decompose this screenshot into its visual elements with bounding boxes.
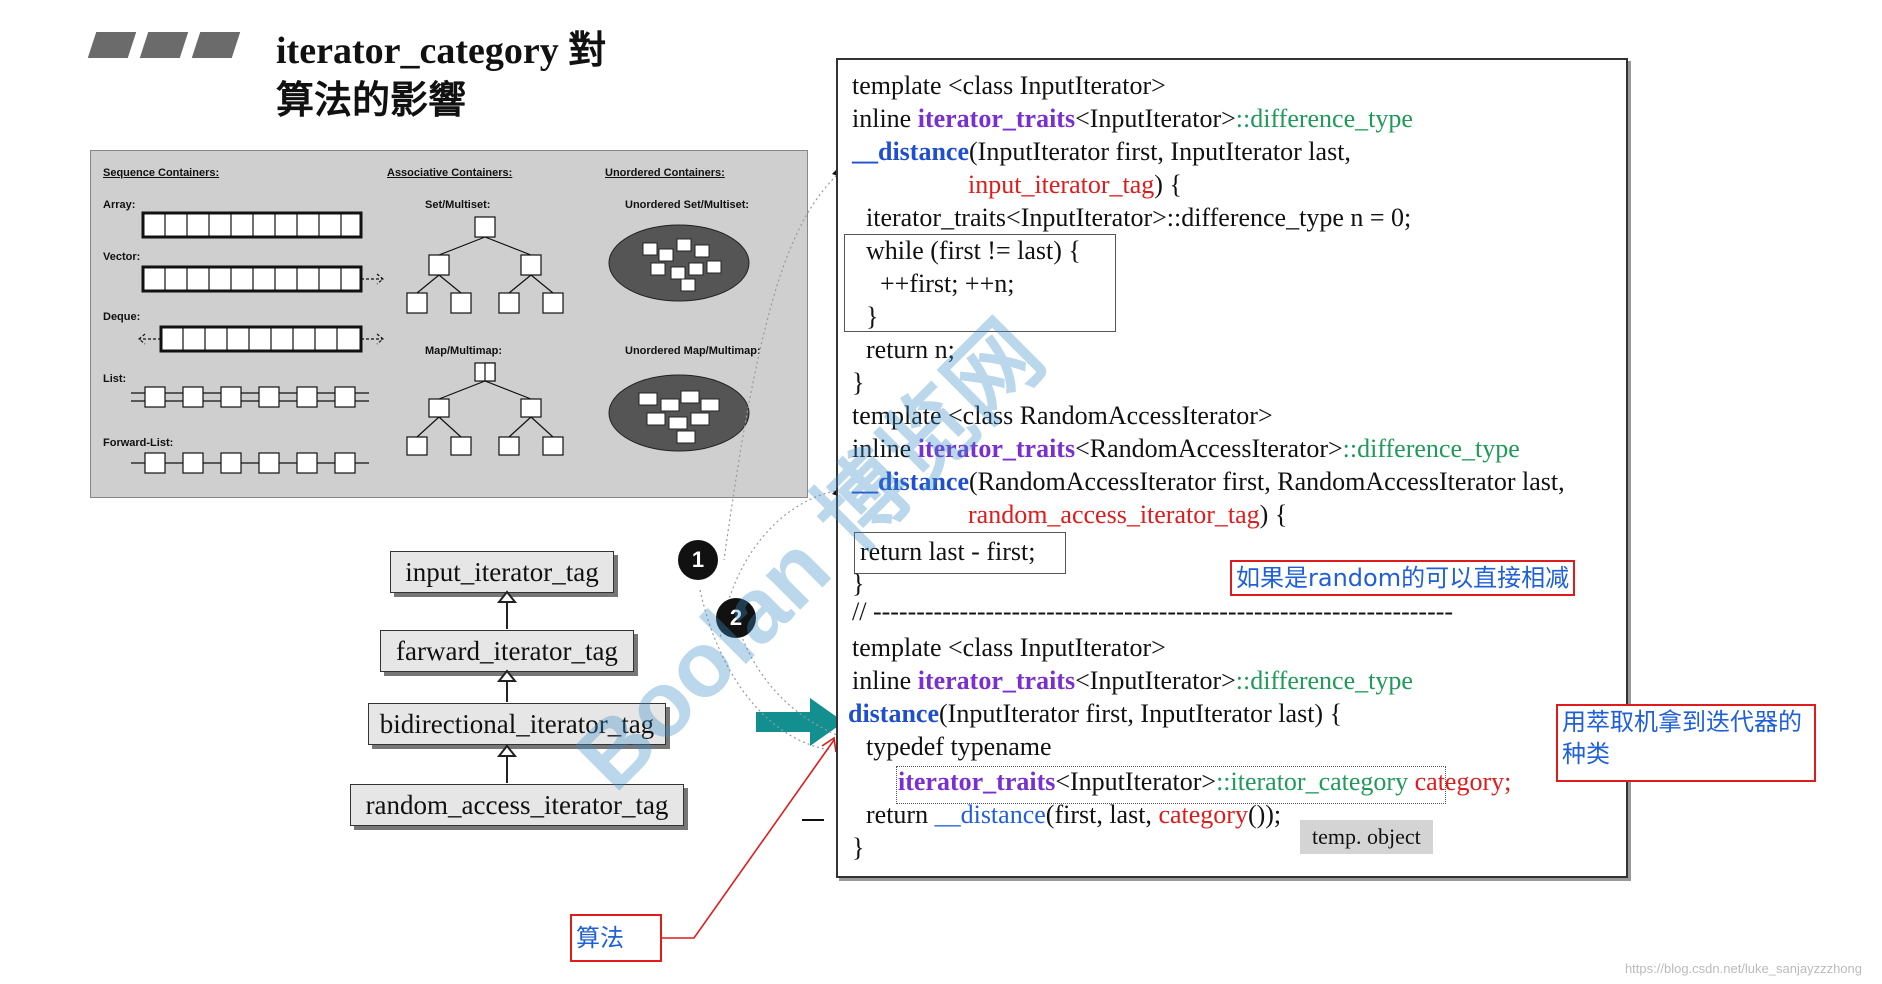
note-algo: 算法	[570, 914, 662, 962]
deque-label: Deque:	[103, 311, 141, 323]
sequence-header: Sequence Containers:	[103, 167, 220, 179]
title-line-1: iterator_category 對	[276, 30, 607, 72]
title-bar-icon-2	[139, 32, 189, 58]
code-line-21: typedef typename	[866, 732, 1052, 761]
random-access-iterator-tag-label: random_access_iterator_tag	[365, 790, 669, 820]
code-line-23: return __distance(first, last, category(…	[866, 800, 1282, 829]
code-line-6: while (first != last) {	[866, 236, 1081, 265]
list-shape	[131, 386, 369, 408]
code-line-9: return n;	[866, 335, 955, 364]
code-line-4: input_iterator_tag) {	[968, 170, 1182, 199]
code-line-18: template <class InputIterator>	[852, 633, 1166, 662]
array-label: Array:	[103, 199, 136, 211]
unordered-set-label: Unordered Set/Multiset:	[625, 199, 750, 211]
return-last-first-box	[854, 532, 1066, 574]
marker-1: 1	[678, 540, 718, 580]
input-iterator-tag-box: input_iterator_tag	[390, 551, 614, 593]
set-multiset-label: Set/Multiset:	[425, 199, 491, 211]
title-line-2: 算法的影響	[276, 80, 467, 122]
code-line-15: return last - first;	[860, 537, 1036, 566]
list-label: List:	[103, 373, 127, 385]
code-line-13: __distance(RandomAccessIterator first, R…	[852, 467, 1565, 496]
code-line-16: }	[852, 569, 865, 598]
code-line-22: iterator_traits<InputIterator>::iterator…	[898, 767, 1512, 796]
farward-iterator-tag-box: farward_iterator_tag	[380, 630, 634, 672]
code-line-3: __distance(InputIterator first, InputIte…	[852, 137, 1351, 166]
input-iterator-tag-label: input_iterator_tag	[405, 557, 599, 587]
code-line-2: inline iterator_traits<InputIterator>::d…	[852, 104, 1413, 133]
forward-list-label: Forward-List:	[103, 437, 174, 449]
code-line-5: iterator_traits<InputIterator>::differen…	[866, 203, 1412, 232]
inheritance-arrows	[496, 590, 518, 783]
title-bar-icon-1	[87, 32, 137, 58]
bidirectional-iterator-tag-label: bidirectional_iterator_tag	[379, 709, 655, 739]
deque-shape	[138, 325, 384, 353]
bidirectional-iterator-tag-box: bidirectional_iterator_tag	[368, 703, 666, 745]
associative-header: Associative Containers:	[387, 167, 513, 179]
map-tree-shape	[406, 362, 564, 456]
unordered-header: Unordered Containers:	[605, 167, 725, 179]
containers-panel: Sequence Containers: Associative Contain…	[90, 150, 808, 498]
page-title: iterator_category 對 算法的影響	[276, 26, 606, 126]
code-line-19: inline iterator_traits<InputIterator>::d…	[852, 666, 1413, 695]
forward-list-shape	[131, 452, 369, 474]
map-multimap-label: Map/Multimap:	[425, 345, 502, 357]
code-line-8: }	[866, 302, 879, 331]
farward-iterator-tag-label: farward_iterator_tag	[396, 636, 618, 666]
unordered-set-shape	[608, 224, 750, 302]
code-line-17: // -------------------------------------…	[852, 597, 1454, 626]
note-traits-text: 用萃取机拿到迭代器的种类	[1562, 708, 1802, 768]
typedef-box	[896, 766, 1446, 804]
code-line-12: inline iterator_traits<RandomAccessItera…	[852, 434, 1520, 463]
vector-shape	[141, 265, 384, 293]
code-line-1: template <class InputIterator>	[852, 71, 1166, 100]
title-bar-icon-3	[191, 32, 241, 58]
temp-object-label: temp. object	[1300, 820, 1433, 854]
code-line-24: }	[852, 833, 865, 862]
unordered-map-shape	[608, 374, 750, 452]
array-shape	[141, 211, 363, 239]
code-line-10: }	[852, 368, 865, 397]
random-access-iterator-tag-box: random_access_iterator_tag	[350, 784, 684, 826]
code-line-7: ++first; ++n;	[880, 269, 1015, 298]
credit-text: https://blog.csdn.net/luke_sanjayzzzhong	[1624, 961, 1862, 976]
containers-drawing	[131, 211, 750, 474]
teal-arrow-icon	[756, 698, 844, 746]
code-panel: template <class InputIterator> inline it…	[836, 58, 1628, 878]
set-tree-shape	[406, 216, 564, 314]
marker-2: 2	[716, 598, 756, 638]
note-traits: 用萃取机拿到迭代器的种类	[1556, 704, 1816, 782]
code-line-14: random_access_iterator_tag) {	[968, 500, 1288, 529]
note-random: 如果是random的可以直接相减	[1230, 560, 1576, 596]
while-loop-box	[844, 234, 1116, 332]
code-line-11: template <class RandomAccessIterator>	[852, 401, 1273, 430]
code-line-20: distance(InputIterator first, InputItera…	[848, 699, 1343, 728]
vector-label: Vector:	[103, 251, 141, 263]
